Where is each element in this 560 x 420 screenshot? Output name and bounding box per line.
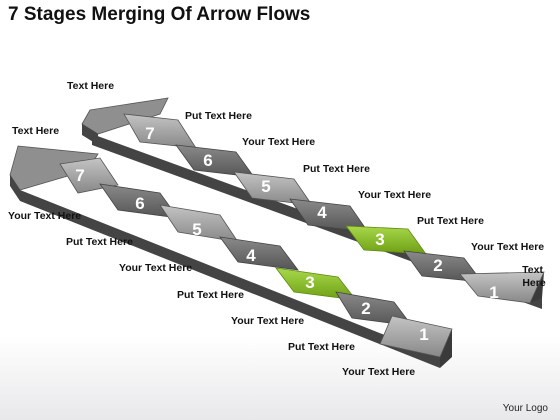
upper-stage-5-label: Put Text Here	[303, 163, 370, 175]
lower-stage-4-label: Put Text Here	[177, 289, 244, 301]
lower-arrow-head-label: Text Here	[12, 125, 59, 137]
logo-text: Your Logo	[502, 403, 548, 414]
lower-stage-1-number: 1	[419, 325, 428, 344]
upper-stage-1-label-text: Text	[522, 264, 543, 276]
upper-stage-2-number: 2	[433, 256, 442, 275]
page-title: 7 Stages Merging Of Arrow Flows	[8, 4, 311, 25]
lower-stage-2-number: 2	[361, 299, 370, 318]
upper-stage-3-segment	[345, 225, 427, 255]
lower-arrow-side	[20, 190, 440, 368]
lower-stage-6-label: Put Text Here	[66, 236, 133, 248]
upper-stage-3-number: 3	[375, 230, 384, 249]
upper-arrow-head-label: Text Here	[67, 80, 114, 92]
lower-stage-2-label: Put Text Here	[288, 341, 355, 353]
upper-stage-6-label: Your Text Here	[242, 136, 315, 148]
upper-stage-4-number: 4	[317, 203, 327, 222]
lower-stage-7-number: 7	[75, 166, 84, 185]
upper-stage-1-label: Text Here	[522, 264, 546, 289]
upper-stage-2-label: Your Text Here	[471, 241, 544, 253]
lower-arrow	[9, 145, 453, 368]
lower-arrow-head-side	[10, 175, 20, 201]
lower-stage-1-label: Your Text Here	[342, 366, 415, 378]
lower-stage-4-number: 4	[246, 246, 256, 265]
lower-stage-3-number: 3	[305, 273, 314, 292]
upper-arrow	[81, 97, 545, 309]
upper-arrow-head-side	[82, 124, 98, 145]
upper-stage-1-number: 1	[489, 283, 498, 302]
upper-stage-5-number: 5	[261, 177, 270, 196]
lower-stage-5-label: Your Text Here	[119, 262, 192, 274]
lower-arrow-head	[9, 145, 99, 191]
upper-stage-1-label-line-2: Here	[522, 277, 546, 289]
upper-stage-3-label: Put Text Here	[417, 215, 484, 227]
upper-stage-1-segment	[459, 271, 545, 304]
upper-stage-7-label: Put Text Here	[185, 110, 252, 122]
lower-stage-7-label: Your Text Here	[8, 210, 81, 222]
lower-stage-6-number: 6	[135, 194, 144, 213]
lower-stage-5-number: 5	[192, 220, 201, 239]
upper-stage-6-number: 6	[203, 151, 212, 170]
upper-stage-7-number: 7	[145, 124, 154, 143]
lower-stage-1-segment	[379, 315, 453, 358]
lower-stage-3-label: Your Text Here	[231, 315, 304, 327]
lower-stage-4-segment	[219, 236, 299, 271]
upper-stage-4-label: Your Text Here	[358, 189, 431, 201]
